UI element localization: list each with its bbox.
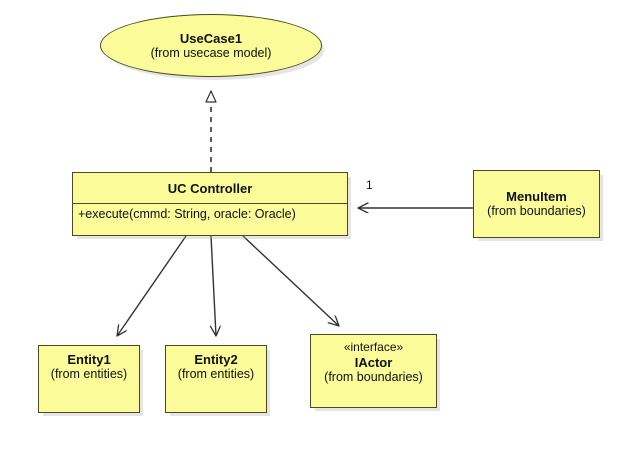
node-menuitem[interactable]: MenuItem (from boundaries) — [473, 170, 600, 238]
entity2-package: (from entities) — [177, 367, 255, 381]
uc-controller-name: UC Controller — [167, 180, 253, 196]
menuitem-name: MenuItem — [506, 189, 567, 204]
node-usecase1[interactable]: UseCase1 (from usecase model) — [100, 14, 322, 77]
node-entity2[interactable]: Entity2 (from entities) — [165, 345, 267, 413]
iactor-name: IActor — [354, 355, 393, 370]
iactor-header: «interface» IActor (from boundaries) — [311, 335, 436, 407]
node-uc-controller[interactable]: UC Controller +execute(cmmd: String, ora… — [72, 172, 348, 236]
menuitem-header: MenuItem (from boundaries) — [474, 171, 599, 237]
uc-controller-operation-execute: +execute(cmmd: String, oracle: Oracle) — [78, 207, 296, 221]
entity1-header: Entity1 (from entities) — [39, 346, 139, 412]
node-entity1[interactable]: Entity1 (from entities) — [38, 345, 140, 413]
uc-controller-operations: +execute(cmmd: String, oracle: Oracle) — [73, 203, 347, 235]
entity1-package: (from entities) — [50, 367, 128, 381]
edge-uccontroller-to-entity1 — [117, 235, 187, 336]
edge-uccontroller-to-iactor — [242, 235, 339, 326]
edge-label-multiplicity-one: 1 — [366, 178, 373, 192]
menuitem-package: (from boundaries) — [487, 204, 586, 218]
node-iactor[interactable]: «interface» IActor (from boundaries) — [310, 334, 437, 408]
iactor-stereotype: «interface» — [343, 340, 404, 354]
iactor-package: (from boundaries) — [324, 370, 423, 384]
usecase1-name: UseCase1 — [179, 30, 243, 46]
entity1-name: Entity1 — [67, 352, 111, 367]
entity2-header: Entity2 (from entities) — [166, 346, 266, 412]
entity2-name: Entity2 — [194, 352, 238, 367]
edge-uccontroller-to-entity2 — [211, 235, 216, 336]
usecase1-package: (from usecase model) — [150, 45, 272, 60]
uc-controller-header: UC Controller — [73, 173, 347, 203]
usecase1-header: UseCase1 (from usecase model) — [101, 15, 321, 76]
